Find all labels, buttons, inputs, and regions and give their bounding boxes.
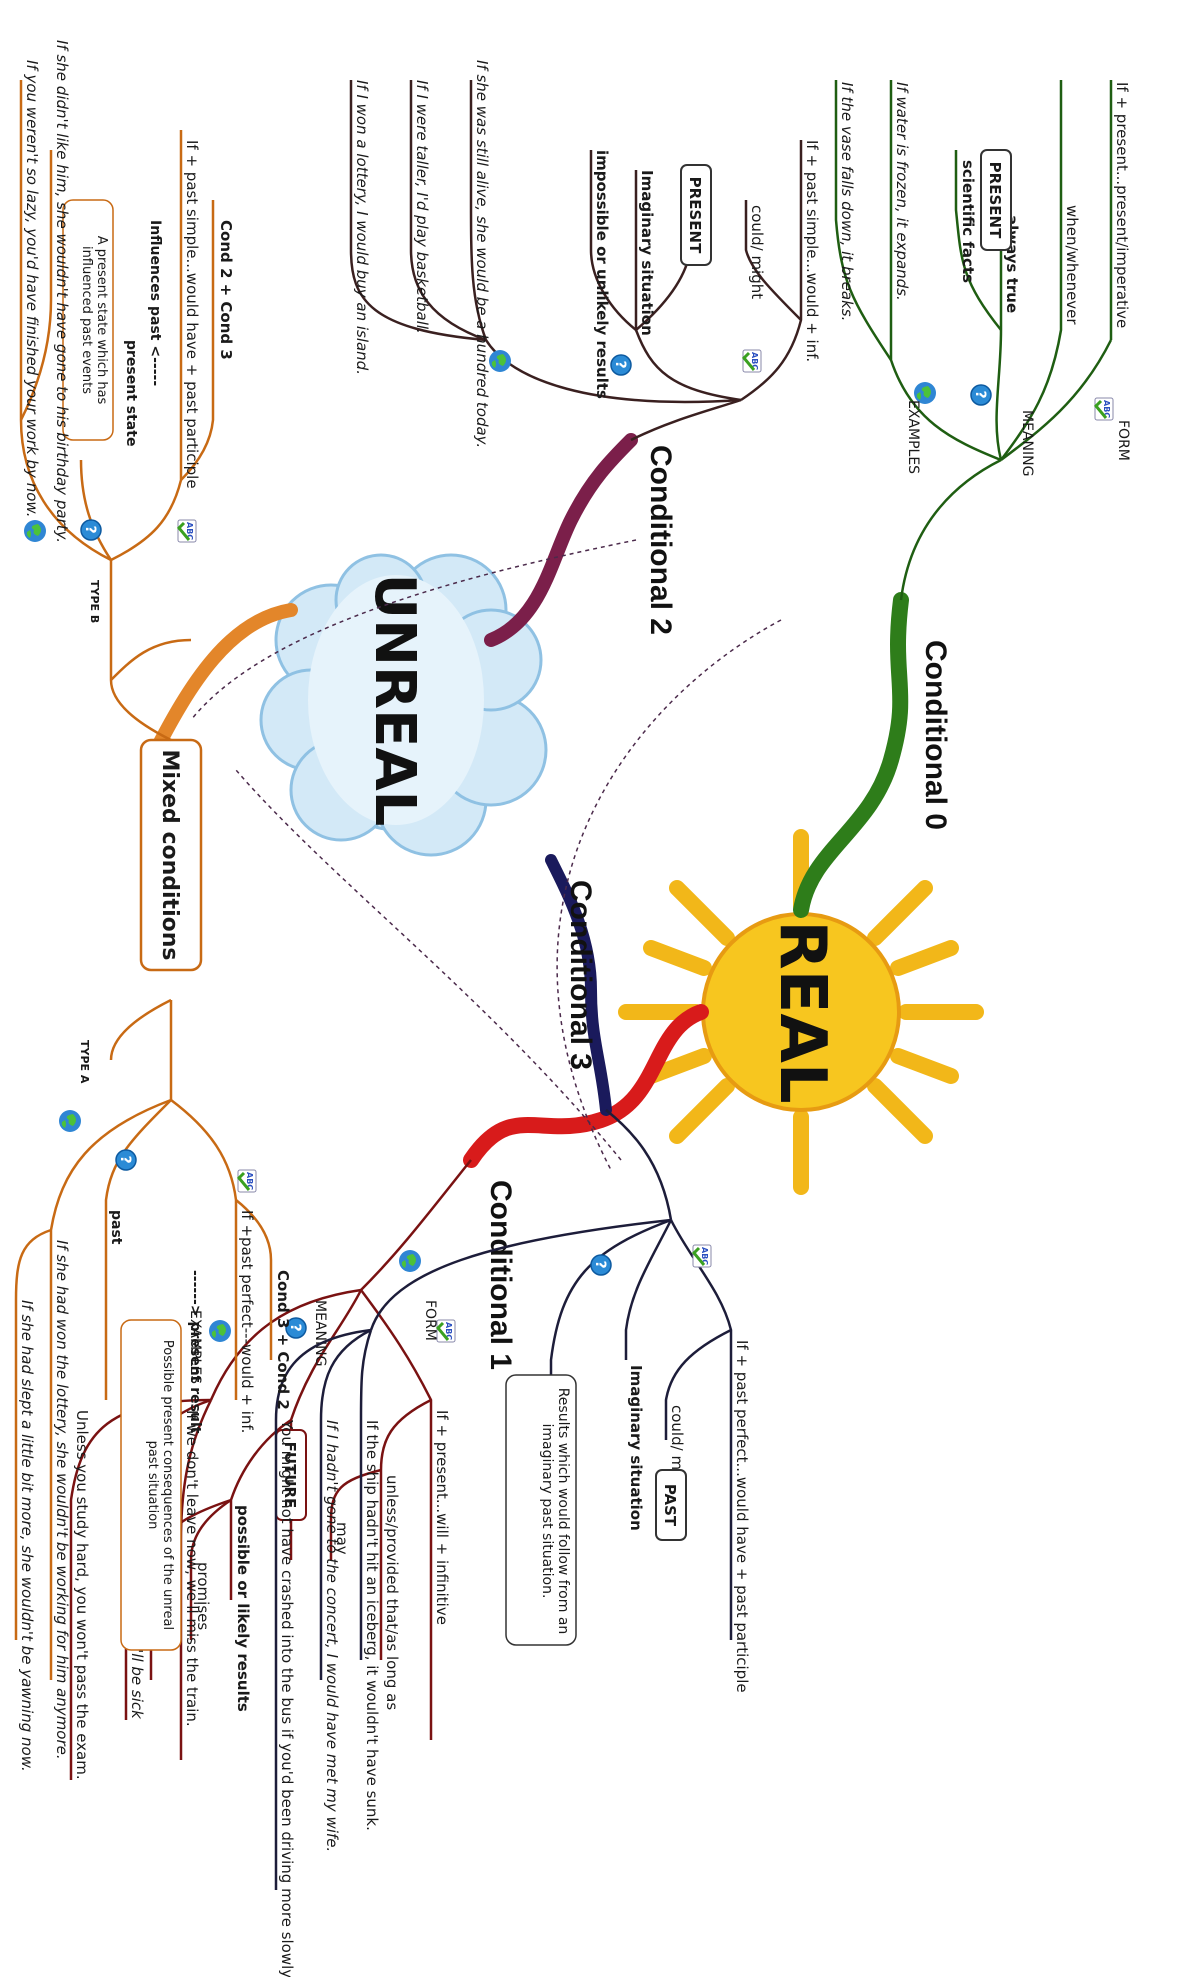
cond1-form-1: If + present...will + infinitive (433, 1410, 451, 1625)
cond2-title: Conditional 2 (644, 445, 677, 635)
cond1-form-3: may (333, 1522, 351, 1555)
question-icon (80, 519, 102, 541)
abc-check-icon (236, 1168, 258, 1194)
cond3-trunk (545, 854, 612, 1116)
type-a-heading: Cond 3 + Cond 2 (274, 1270, 292, 1410)
cond2-time-box-label: PRESENT (686, 177, 704, 254)
cond3-example-3: You might not have crashed into the bus … (278, 1419, 296, 1977)
mixed-trunk (144, 603, 298, 767)
type-b-example-2: If you weren't so lazy, you'd have finis… (23, 60, 41, 517)
cond0-branch: Conditional 0 FORM MEANING EXAMPLES If +… (834, 80, 1131, 830)
type-b-meaning-2: Influences past <----- (147, 220, 163, 386)
cond2-example-2: If I were taller, I'd play basketball. (413, 80, 431, 334)
cond3-title: Conditional 3 (564, 880, 597, 1070)
globe-icon (24, 520, 46, 542)
type-a-label: TYPE A (78, 1040, 91, 1084)
globe-icon (209, 1320, 231, 1342)
globe-icon (59, 1110, 81, 1132)
cond1-meaning-2: promises (194, 1562, 212, 1630)
abc-check-icon (691, 1243, 713, 1269)
cond0-time-box-label: PRESENT (986, 162, 1004, 239)
type-a-meaning-box-text: Possible present consequences of the unr… (145, 1339, 175, 1631)
type-a-example-1: If she had won the lottery, she wouldn't… (53, 1240, 71, 1760)
type-a-form: If +past perfect---would + inf. (238, 1210, 256, 1433)
question-icon (115, 1149, 137, 1171)
cond0-example-1: If water is frozen, it expands. (893, 82, 911, 301)
type-b-meaning-box-text: A present state which has influenced pas… (79, 235, 109, 405)
cond3-time-box (655, 1469, 687, 1541)
cond0-form-1: If + present...present/imperative (1113, 82, 1131, 328)
cond1-meaning-label: MEANING (312, 1300, 328, 1366)
cond1-branch: Conditional 1 FORM MEANING EXAMPLES If +… (69, 1159, 517, 1780)
cond3-form-1: If + past perfect...would have + past pa… (733, 1340, 751, 1693)
type-b-form: If + past simple...would have + past par… (183, 140, 201, 489)
cond0-example-2: If the vase falls down, it breaks. (838, 82, 856, 321)
cond0-form-2: when/whenever (1063, 205, 1081, 325)
cond0-trunk (793, 592, 909, 918)
type-a-meaning-2: ------> present result (187, 1270, 203, 1434)
type-a-example-2: If she had slept a little bit more, she … (18, 1300, 36, 1772)
cond0-form-label: FORM (1115, 420, 1131, 461)
type-b-label: TYPE B (88, 580, 101, 623)
cond1-time-box-label: FUTURE (281, 1442, 299, 1509)
unreal-label: UNREAL (362, 574, 427, 827)
type-a-meaning-box (120, 1319, 182, 1651)
cond2-time-box (680, 164, 712, 266)
type-a-meaning-1: past (108, 1210, 124, 1245)
cond2-trunk (484, 433, 638, 647)
cond3-branch: Conditional 3 If + past perfect...would … (274, 880, 751, 1977)
abc-check-icon (741, 348, 763, 374)
cond0-title: Conditional 0 (919, 640, 952, 830)
cond1-examples-label: EXAMPLES (187, 1310, 203, 1384)
cond1-example-1: If we don't leave now, we'll miss the tr… (183, 1410, 201, 1727)
cond1-form-label: FORM (422, 1300, 438, 1341)
question-icon (590, 1254, 612, 1276)
cond1-trunk (463, 1004, 709, 1168)
mixed-branch: Mixed conditions TYPE B Cond 2 + Cond 3 (14, 40, 292, 1772)
cond3-example-1: If the ship hadn't hit an iceberg, it wo… (363, 1420, 381, 1831)
cond3-meaning-1: Imaginary situation (627, 1365, 645, 1531)
dashed-connectors (190, 539, 782, 1171)
abc-check-icon (435, 1318, 457, 1344)
cond2-example-3: If I won a lottery, I would buy an islan… (353, 80, 371, 375)
cond2-form-1: If + past simple...would + inf. (803, 140, 821, 362)
type-b-heading: Cond 2 + Cond 3 (217, 220, 235, 360)
cond1-example-3: Unless you study hard, you won't pass th… (73, 1410, 91, 1780)
globe-icon (399, 1250, 421, 1272)
cond3-meaning-box (505, 1374, 577, 1646)
cond0-meaning-2: scientific facts (959, 160, 977, 283)
cond1-form-2: unless/provided that/as long as (383, 1475, 401, 1710)
question-icon (610, 354, 632, 376)
cond0-meaning-label: MEANING (1019, 410, 1035, 476)
cond0-time-box (980, 149, 1012, 251)
abc-check-icon (1093, 396, 1115, 422)
cond3-time-box-label: PAST (661, 1484, 679, 1527)
cond0-examples-label: EXAMPLES (905, 400, 921, 474)
abc-check-icon (176, 518, 198, 544)
cond2-branch: Conditional 2 If + past simple...would +… (349, 60, 821, 635)
type-b-example-1: If she didn't like him, she wouldn't hav… (53, 40, 71, 543)
mixed-title: Mixed conditions (157, 750, 182, 961)
cond2-example-1: If she was still alive, she would be a h… (473, 60, 491, 448)
type-b-meaning-box (62, 199, 114, 441)
cond2-meaning-2: impossible or unlikely results (593, 150, 611, 399)
cond1-meaning-1: possible or likely results (234, 1505, 252, 1712)
cond3-meaning-box-text: Results which would follow from an imagi… (539, 1387, 571, 1635)
type-b-meaning-1: present state (123, 340, 139, 446)
globe-icon (489, 350, 511, 372)
cond2-form-2: could/ might (748, 205, 766, 299)
cond2-meaning-1: Imaginary situation (638, 170, 656, 336)
cond3-example-2: If I hadn't gone to the concert, I would… (323, 1420, 341, 1852)
cond1-title: Conditional 1 (484, 1180, 517, 1370)
question-icon (970, 384, 992, 406)
real-label: REAL (765, 920, 839, 1103)
